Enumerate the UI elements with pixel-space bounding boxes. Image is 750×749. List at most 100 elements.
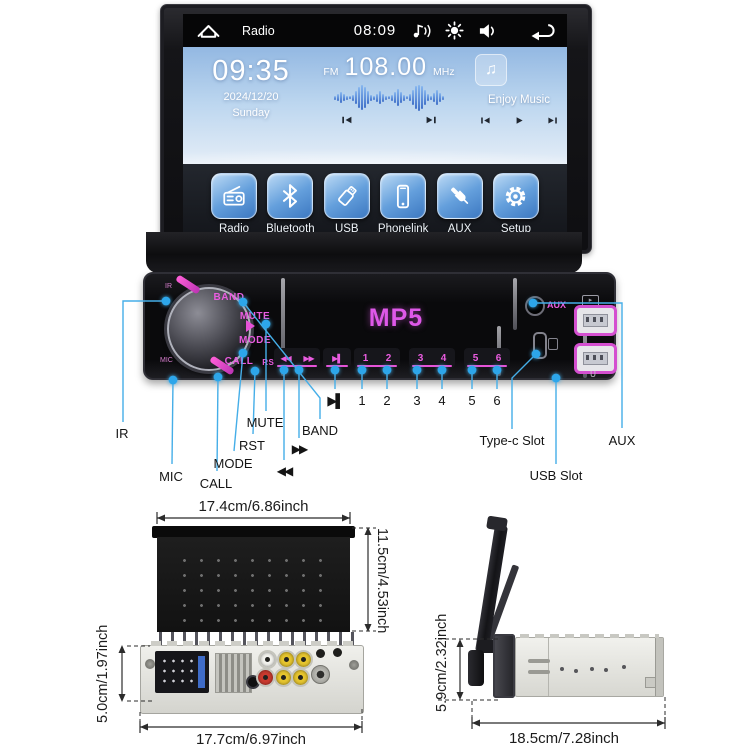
- music-next-button[interactable]: [546, 112, 558, 130]
- app-dock: Radio Bluetooth USB Phonelink: [183, 164, 567, 236]
- mute-button[interactable]: MUTE: [239, 311, 271, 322]
- back-icon[interactable]: [528, 21, 555, 41]
- preset-5-button[interactable]: 5: [472, 352, 479, 364]
- seek-buttons[interactable]: ◀◀ ▶▶: [274, 348, 320, 368]
- home-icon[interactable]: [195, 21, 222, 40]
- callout-aux: AUX: [608, 433, 636, 448]
- status-bar: Radio 08:09: [183, 14, 567, 47]
- music-play-button[interactable]: [513, 112, 525, 130]
- seek-forward-icon[interactable]: ▶▶: [303, 353, 314, 363]
- side-slot: [528, 670, 550, 674]
- radio-widget[interactable]: FM 108.00 MHz: [309, 53, 469, 130]
- screw-hole: [560, 667, 564, 671]
- preset-1-button[interactable]: 1: [362, 352, 369, 364]
- radio-prev-button[interactable]: [341, 112, 354, 130]
- connector-blue-block: [198, 656, 205, 688]
- band-button[interactable]: BAND: [213, 292, 245, 303]
- music-widget[interactable]: ♫ Enjoy Music: [475, 54, 563, 130]
- usb-port-top[interactable]: [574, 305, 617, 336]
- clock-weekday: Sunday: [232, 107, 270, 119]
- side-view-screen-top: [486, 515, 508, 532]
- type-c-port[interactable]: [533, 332, 547, 359]
- callout-mode: MODE: [213, 456, 253, 471]
- mode-button[interactable]: MODE: [239, 335, 271, 346]
- play-pause-icon[interactable]: ▶▌: [332, 353, 343, 363]
- app-setup[interactable]: Setup: [489, 173, 543, 236]
- aux-jack[interactable]: [525, 296, 545, 316]
- rear-aux-jack: [248, 677, 258, 687]
- callout-mic: MIC: [159, 469, 183, 484]
- app-aux[interactable]: AUX: [433, 173, 487, 236]
- callout-preset-6: 6: [493, 393, 501, 408]
- charge-icon: [548, 338, 558, 350]
- app-phonelink[interactable]: Phonelink: [376, 173, 430, 236]
- screen-home-widgets: 09:35 2024/12/20 Sunday FM 108.00 MHz ♫ …: [183, 47, 567, 164]
- play-pause-button[interactable]: ▶▌: [323, 348, 351, 368]
- rear-chassis: [140, 641, 364, 714]
- heat-sink: [215, 653, 252, 693]
- preset-3-button[interactable]: 3: [417, 352, 424, 364]
- preset-buttons-1-2[interactable]: 1 2: [354, 348, 400, 368]
- brightness-icon[interactable]: [445, 21, 464, 40]
- side-view-front-panel: [493, 634, 515, 698]
- clock-widget: 09:35 2024/12/20 Sunday: [199, 55, 303, 119]
- volume-knob[interactable]: [167, 287, 251, 371]
- brand-label: MP5: [368, 304, 424, 332]
- music-prev-button[interactable]: [480, 112, 492, 130]
- callout-usb-slot: USB Slot: [529, 468, 583, 483]
- app-usb[interactable]: USB: [320, 173, 374, 236]
- screw: [349, 660, 359, 670]
- sleeve-seam: [548, 638, 549, 696]
- callout-rewind-icon: ◀◀: [276, 464, 294, 478]
- iso-connector: [155, 651, 209, 693]
- status-app-title: Radio: [242, 23, 275, 38]
- perforation-dots: [172, 550, 334, 624]
- preset-buttons-5-6[interactable]: 5 6: [464, 348, 510, 368]
- volume-icon[interactable]: [478, 22, 498, 40]
- dimension-rear-width: 17.7cm/6.97inch: [195, 731, 307, 748]
- setup-gear-app-icon: [492, 173, 539, 219]
- app-radio[interactable]: Radio: [207, 173, 261, 236]
- app-bluetooth[interactable]: Bluetooth: [263, 173, 317, 236]
- front-panel: IR MIC BAND MUTE MODE CALL RST ◀◀ ▶▶ ▶▌ …: [143, 272, 617, 380]
- ir-sensor-label: IR: [165, 283, 172, 290]
- dimension-side-depth: 18.5cm/7.28inch: [508, 730, 620, 747]
- screw: [145, 659, 155, 669]
- music-note-icon: ♫: [475, 54, 507, 86]
- call-button[interactable]: CALL: [224, 356, 254, 367]
- radio-next-button[interactable]: [424, 112, 437, 130]
- preset-buttons-3-4[interactable]: 3 4: [409, 348, 455, 368]
- aux-app-icon: [436, 173, 483, 219]
- sound-wave-icon[interactable]: [411, 22, 431, 40]
- hinge-base: [146, 232, 582, 273]
- screw-hole: [622, 665, 626, 669]
- side-view-hinge: [477, 640, 495, 653]
- preset-4-button[interactable]: 4: [440, 352, 447, 364]
- rca-jack-yellow: [294, 650, 313, 669]
- connector-pins: [160, 656, 195, 688]
- mic-hole-label: MIC: [160, 357, 173, 364]
- antenna-connector: [311, 665, 330, 684]
- rear-knob: [333, 648, 342, 657]
- status-time: 08:09: [353, 22, 397, 39]
- screw-hole: [574, 669, 578, 673]
- clock-date: 2024/12/20: [223, 91, 279, 103]
- callout-play-pause-icon: ▶▌: [327, 393, 344, 408]
- preset-2-button[interactable]: 2: [385, 352, 392, 364]
- rear-knob: [316, 649, 325, 658]
- preset-6-button[interactable]: 6: [495, 352, 502, 364]
- screw-hole: [590, 667, 594, 671]
- aux-jack-label: AUX: [547, 300, 567, 310]
- dimension-open-height: 11.5cm/4.53inch: [374, 528, 390, 634]
- screen-back-top-edge: [152, 526, 355, 538]
- callout-fast-forward-icon: ▶▶: [291, 442, 309, 456]
- callout-band: BAND: [301, 423, 339, 438]
- clock-time: 09:35: [212, 55, 290, 87]
- callout-rst: RST: [239, 438, 265, 453]
- seek-back-icon[interactable]: ◀◀: [280, 353, 291, 363]
- usb-app-icon: [323, 173, 370, 219]
- radio-app-icon: [211, 173, 257, 219]
- callout-type-c-slot: Type-c Slot: [479, 433, 545, 448]
- rca-jack-red: [256, 668, 275, 687]
